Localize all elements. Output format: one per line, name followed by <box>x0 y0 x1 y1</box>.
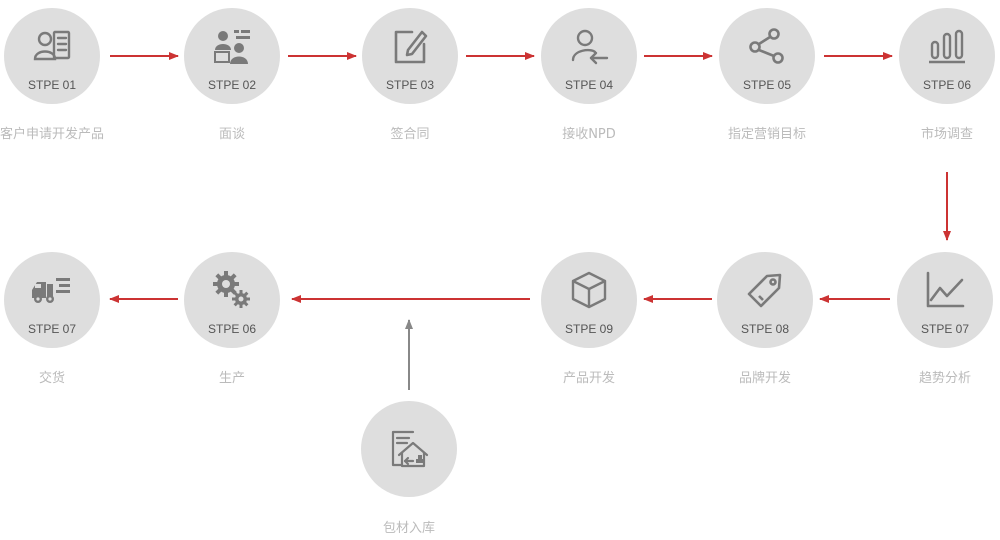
step-label-7: 趋势分析 <box>918 371 971 386</box>
step-label-11: 交货 <box>38 371 65 386</box>
input-node-12 <box>361 401 457 497</box>
step-node-2: STPE 02 <box>184 8 280 104</box>
delivery-truck-icon <box>32 270 72 310</box>
step-label-12: 包材入库 <box>382 521 435 536</box>
step-node-6: STPE 06 <box>899 8 995 104</box>
step-number: STPE 06 <box>922 78 972 92</box>
step-label-3: 签合同 <box>390 127 430 142</box>
step-number: STPE 05 <box>742 78 792 92</box>
step-node-10: STPE 06 <box>184 252 280 348</box>
step-number: STPE 06 <box>207 322 257 336</box>
step-label-1: 客户申请开发产品 <box>0 127 104 142</box>
price-tag-icon <box>745 270 785 310</box>
package-box-icon <box>569 270 609 310</box>
gears-icon <box>212 270 252 310</box>
step-node-1: STPE 01 <box>4 8 100 104</box>
customer-form-icon <box>32 26 72 66</box>
step-node-3: STPE 03 <box>362 8 458 104</box>
step-number: STPE 08 <box>740 322 790 336</box>
user-receive-icon <box>569 26 609 66</box>
step-number: STPE 03 <box>385 78 435 92</box>
step-number: STPE 07 <box>920 322 970 336</box>
step-node-8: STPE 08 <box>717 252 813 348</box>
step-number: STPE 01 <box>27 78 77 92</box>
warehouse-inbound-icon <box>389 429 429 469</box>
contract-sign-icon <box>390 26 430 66</box>
step-node-4: STPE 04 <box>541 8 637 104</box>
step-node-9: STPE 09 <box>541 252 637 348</box>
step-label-10: 生产 <box>218 371 245 386</box>
trend-line-icon <box>925 270 965 310</box>
step-number: STPE 04 <box>564 78 614 92</box>
meeting-icon <box>212 26 252 66</box>
step-label-8: 品牌开发 <box>738 371 791 386</box>
step-label-6: 市场调查 <box>920 127 973 142</box>
step-number: STPE 02 <box>207 78 257 92</box>
share-nodes-icon <box>747 26 787 66</box>
bar-chart-icon <box>927 26 967 66</box>
step-number: STPE 07 <box>27 322 77 336</box>
step-node-11: STPE 07 <box>4 252 100 348</box>
step-node-7: STPE 07 <box>897 252 993 348</box>
step-label-9: 产品开发 <box>562 371 615 386</box>
step-label-2: 面谈 <box>218 127 245 142</box>
step-number: STPE 09 <box>564 322 614 336</box>
step-node-5: STPE 05 <box>719 8 815 104</box>
step-label-5: 指定营销目标 <box>727 127 806 142</box>
step-label-4: 接收NPD <box>562 127 616 142</box>
